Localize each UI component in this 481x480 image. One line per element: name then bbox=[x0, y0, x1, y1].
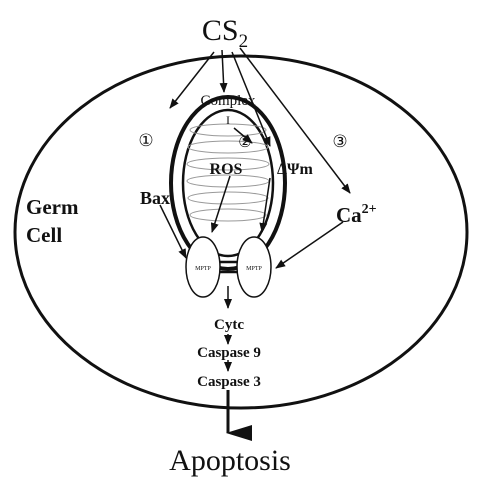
cell-label-line2: Cell bbox=[26, 223, 62, 247]
cytc-label: Cytc bbox=[214, 317, 244, 333]
complex-number: I bbox=[226, 113, 230, 127]
caspase3-label: Caspase 3 bbox=[197, 374, 261, 390]
cs2-label: CS2 bbox=[202, 14, 248, 52]
caspase9-label: Caspase 9 bbox=[197, 345, 261, 361]
mptp-left-label: MPTP bbox=[195, 266, 211, 272]
pathway-number-2: ② bbox=[238, 135, 251, 151]
membrane-potential-label: ΔΨm bbox=[277, 161, 314, 178]
cell-label-line1: Germ bbox=[26, 195, 79, 219]
apoptosis-label: Apoptosis bbox=[169, 444, 291, 477]
pathway-number-1: ① bbox=[138, 131, 153, 150]
ros-label: ROS bbox=[210, 161, 243, 178]
mptp-right-label: MPTP bbox=[246, 266, 262, 272]
complex-label: Complex bbox=[201, 93, 256, 109]
calcium-label: Ca2+ bbox=[336, 202, 377, 227]
bax-label: Bax bbox=[140, 188, 170, 208]
arrow-calcium-to-mptp-right bbox=[276, 222, 343, 268]
pathway-number-3: ③ bbox=[332, 132, 347, 151]
